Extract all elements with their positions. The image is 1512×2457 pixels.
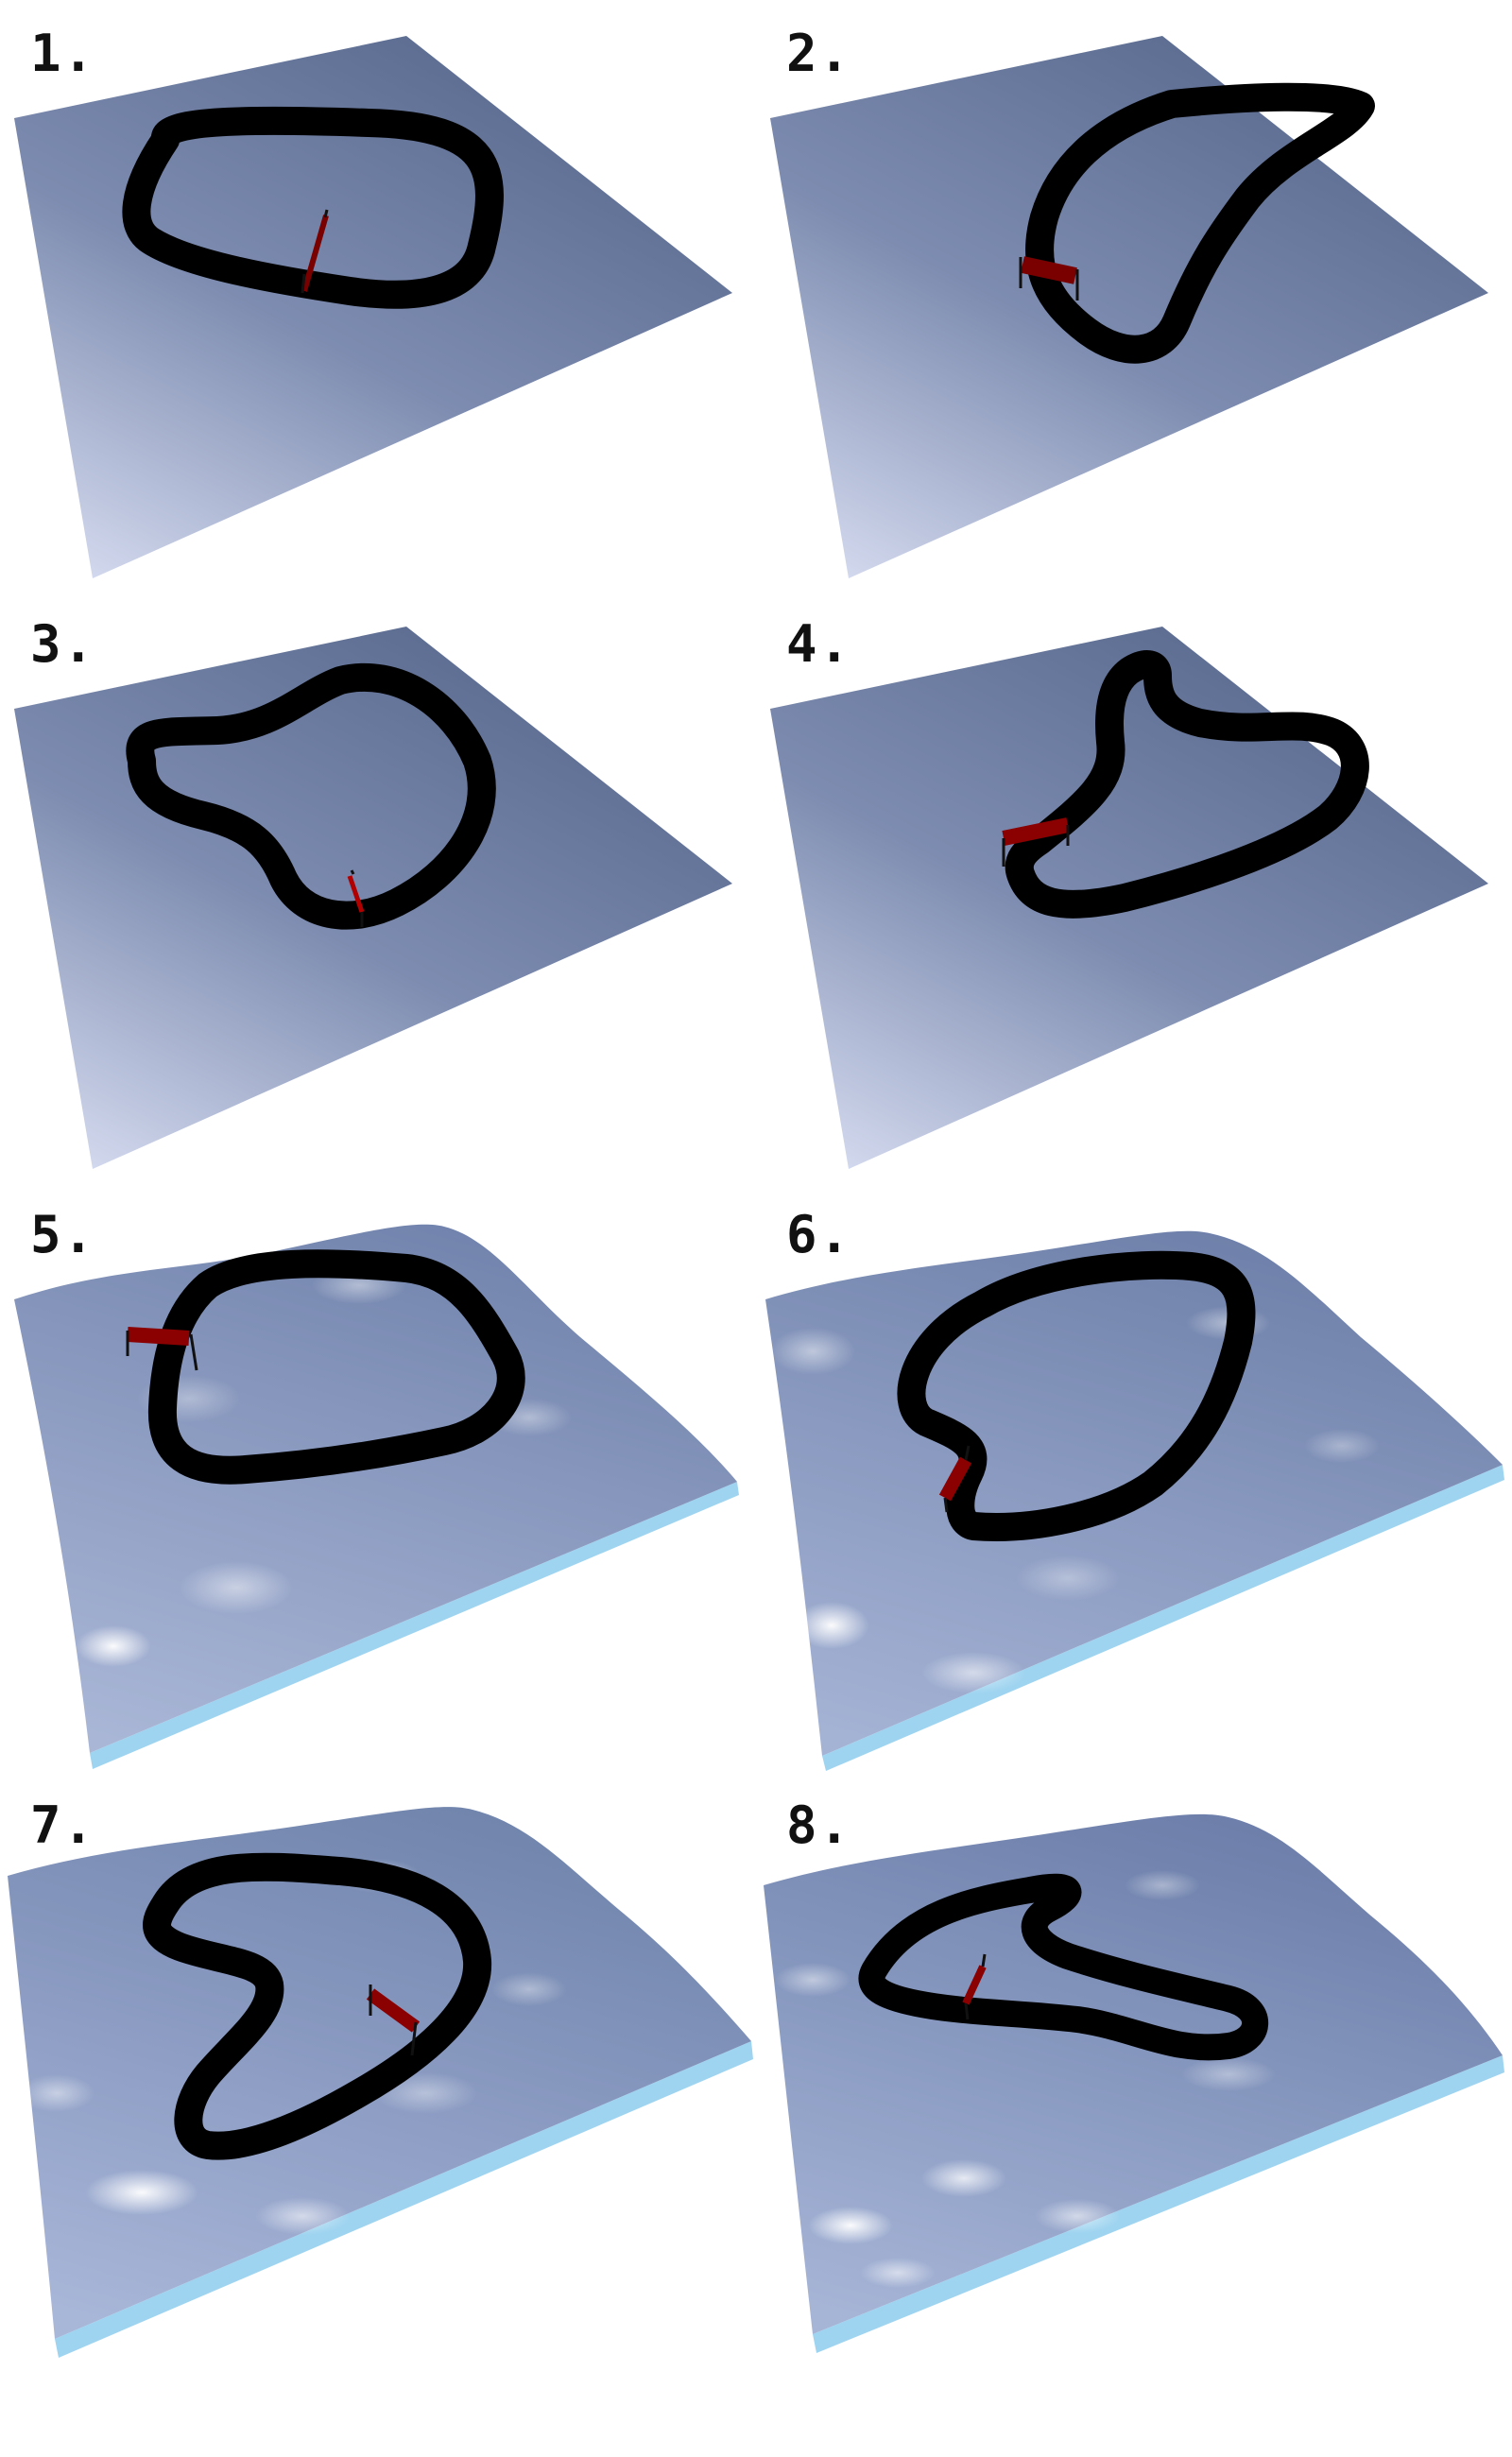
rough-terrain-surface (14, 1224, 737, 1753)
panel-6: 6. (756, 1181, 1512, 1772)
panel-label: 3. (30, 614, 96, 674)
panel-6-scene (765, 1230, 1504, 1771)
surface-highlights (770, 1306, 1380, 1693)
panel-label: 4. (786, 614, 852, 674)
panel-label: 5. (30, 1205, 96, 1264)
track-loop (122, 106, 504, 309)
track-loop (126, 662, 496, 930)
track-loop (143, 1852, 492, 2160)
start-gate (1002, 817, 1070, 867)
rough-terrain-edge (822, 1465, 1504, 1771)
track-loop (147, 1249, 525, 1485)
start-gate (366, 1984, 421, 2056)
panel-label: 7. (30, 1796, 96, 1855)
track-loop (1025, 82, 1375, 364)
panel-4-scene (770, 627, 1488, 1169)
surface-highlights (775, 1870, 1276, 2288)
start-gate (126, 1327, 198, 1371)
rough-terrain-surface (764, 1813, 1503, 2334)
panel-5: 5. (0, 1181, 756, 1772)
start-gate (301, 209, 329, 294)
start-gate (347, 869, 365, 927)
track-loop (1005, 650, 1369, 919)
panel-1-scene (14, 36, 732, 578)
start-gate (962, 1953, 987, 2020)
start-gate (938, 1445, 972, 1513)
panel-5-scene (14, 1224, 739, 1769)
panel-7-scene (8, 1807, 753, 2358)
rough-terrain-edge (55, 2041, 753, 2358)
track-loop (858, 1873, 1269, 2061)
start-gate (1019, 256, 1079, 301)
panel-label: 8. (786, 1796, 852, 1855)
panel-3-scene (14, 627, 732, 1169)
panel-8: 8. (756, 1772, 1512, 2362)
panel-label: 1. (30, 24, 96, 83)
rough-terrain-edge (813, 2055, 1504, 2353)
panel-2-scene (770, 36, 1488, 578)
panel-7: 7. (0, 1772, 756, 2362)
panel-1: 1. (0, 0, 756, 591)
track-loop (897, 1250, 1256, 1541)
panel-label: 2. (786, 24, 852, 83)
panel-3: 3. (0, 591, 756, 1181)
flat-ground-plane (770, 36, 1488, 578)
rough-terrain-edge (90, 1482, 739, 1769)
panel-8-scene (764, 1813, 1504, 2353)
panel-4: 4. (756, 591, 1512, 1181)
panel-2: 2. (756, 0, 1512, 591)
panel-label: 6. (786, 1205, 852, 1264)
